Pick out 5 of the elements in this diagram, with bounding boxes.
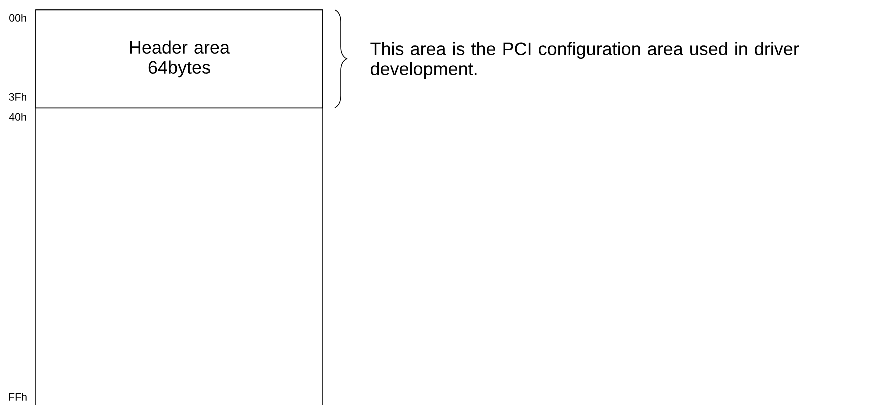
- address-label: FFh: [9, 393, 27, 401]
- note-text: This area is the PCI configuration area used in driver development.: [370, 42, 800, 80]
- header-area-box: Header area 64bytes: [36, 10, 324, 109]
- memory-map-box: [36, 10, 324, 405]
- address-label: 40h: [9, 113, 26, 121]
